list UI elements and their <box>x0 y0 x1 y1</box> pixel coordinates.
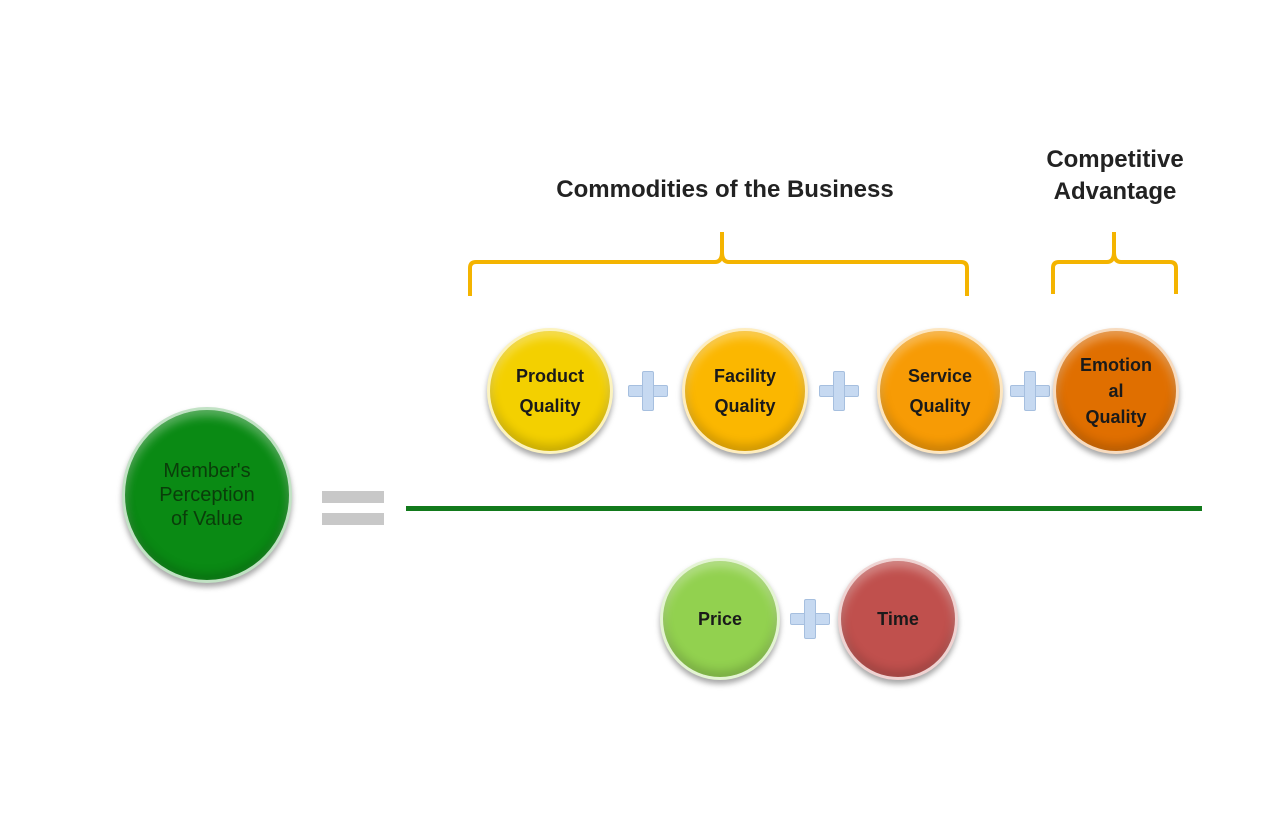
equals-sign-top <box>322 491 384 503</box>
emotional-quality-text: Emotion al Quality <box>1080 355 1152 427</box>
time-text: Time <box>877 608 919 629</box>
plus-icon <box>1010 371 1050 411</box>
member-perception-circle: Member's Perception of Value <box>122 407 292 583</box>
facility-quality-text: Facility Quality <box>713 366 777 416</box>
product-quality-text: Product Quality <box>515 366 584 416</box>
plus-icon <box>628 371 668 411</box>
time-circle: Time <box>838 558 958 680</box>
product-quality-circle: Product Quality <box>487 328 613 454</box>
service-quality-circle: Service Quality <box>877 328 1003 454</box>
competitive-advantage-label: Competitive Advantage <box>1046 146 1184 205</box>
plus-icon <box>790 599 830 639</box>
service-quality-text: Service Quality <box>907 366 973 416</box>
member-perception-text: Member's Perception of Value <box>159 460 255 530</box>
price-text: Price <box>697 608 743 629</box>
competitive-bracket <box>1051 232 1178 294</box>
emotional-quality-circle: Emotion al Quality <box>1053 328 1179 454</box>
commodities-bracket <box>468 232 969 296</box>
facility-quality-circle: Facility Quality <box>682 328 808 454</box>
price-circle: Price <box>660 558 780 680</box>
commodities-label: Commodities of the Business <box>556 176 894 203</box>
equals-sign-bottom <box>322 513 384 525</box>
fraction-line <box>406 506 1202 511</box>
plus-icon <box>819 371 859 411</box>
